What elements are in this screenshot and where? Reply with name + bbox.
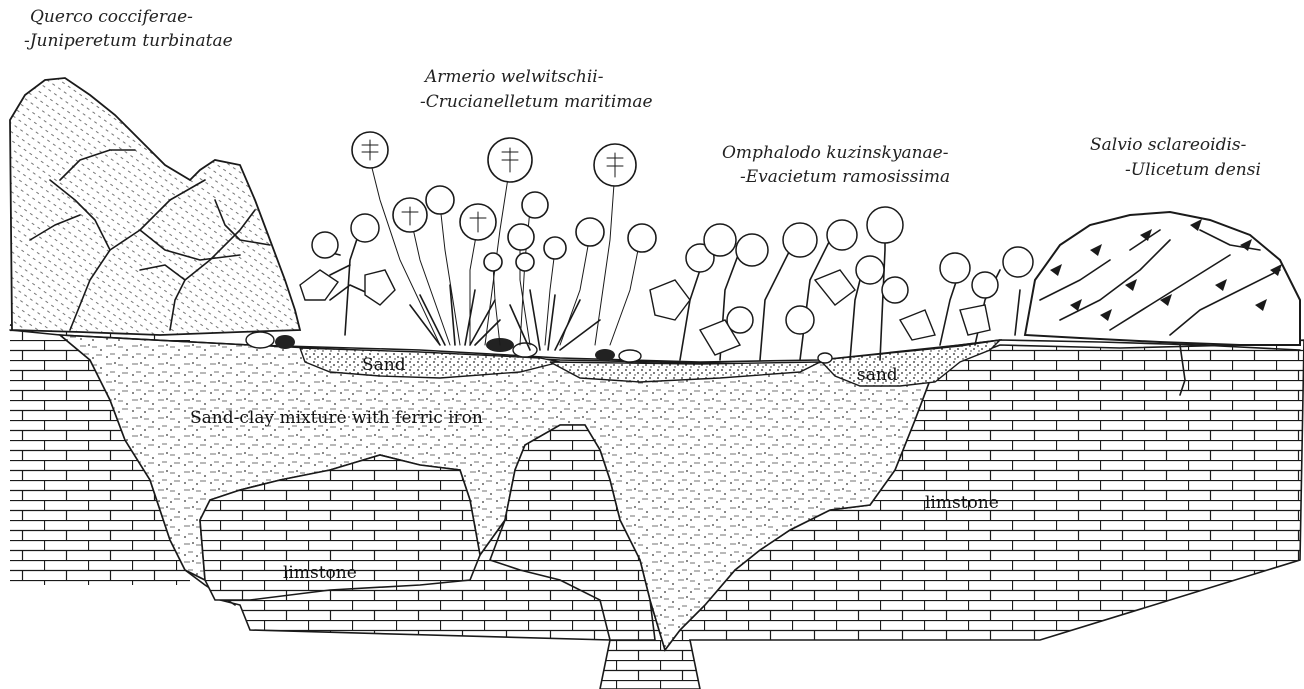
assoc-3-line2: -Evacietum ramosissima bbox=[740, 167, 950, 187]
sand-label-left: Sand bbox=[362, 355, 406, 375]
assoc-4-line1: Salvio sclareoidis- bbox=[1090, 135, 1247, 155]
assoc-2-line1: Armerio welwitschii- bbox=[423, 67, 604, 87]
assoc-3-line1: Omphalodo kuzinskyanae- bbox=[722, 143, 949, 163]
omphalodes-plants bbox=[650, 207, 1033, 360]
assoc-4-line2: -Ulicetum densi bbox=[1125, 160, 1261, 180]
mixture-label: Sand-clay mixture with ferric iron bbox=[190, 408, 483, 428]
assoc-2-line2: -Crucianelletum maritimae bbox=[420, 92, 653, 112]
assoc-1-line2: -Juniperetum turbinatae bbox=[24, 31, 233, 51]
limestone-label-right: limstone bbox=[925, 493, 999, 513]
sand-label-right: sand bbox=[857, 365, 898, 385]
limestone-label-left: limstone bbox=[283, 563, 357, 583]
armeria-plants bbox=[300, 132, 656, 350]
juniper-shrubs bbox=[10, 78, 300, 335]
assoc-1-line1: Querco cocciferae- bbox=[30, 7, 193, 27]
